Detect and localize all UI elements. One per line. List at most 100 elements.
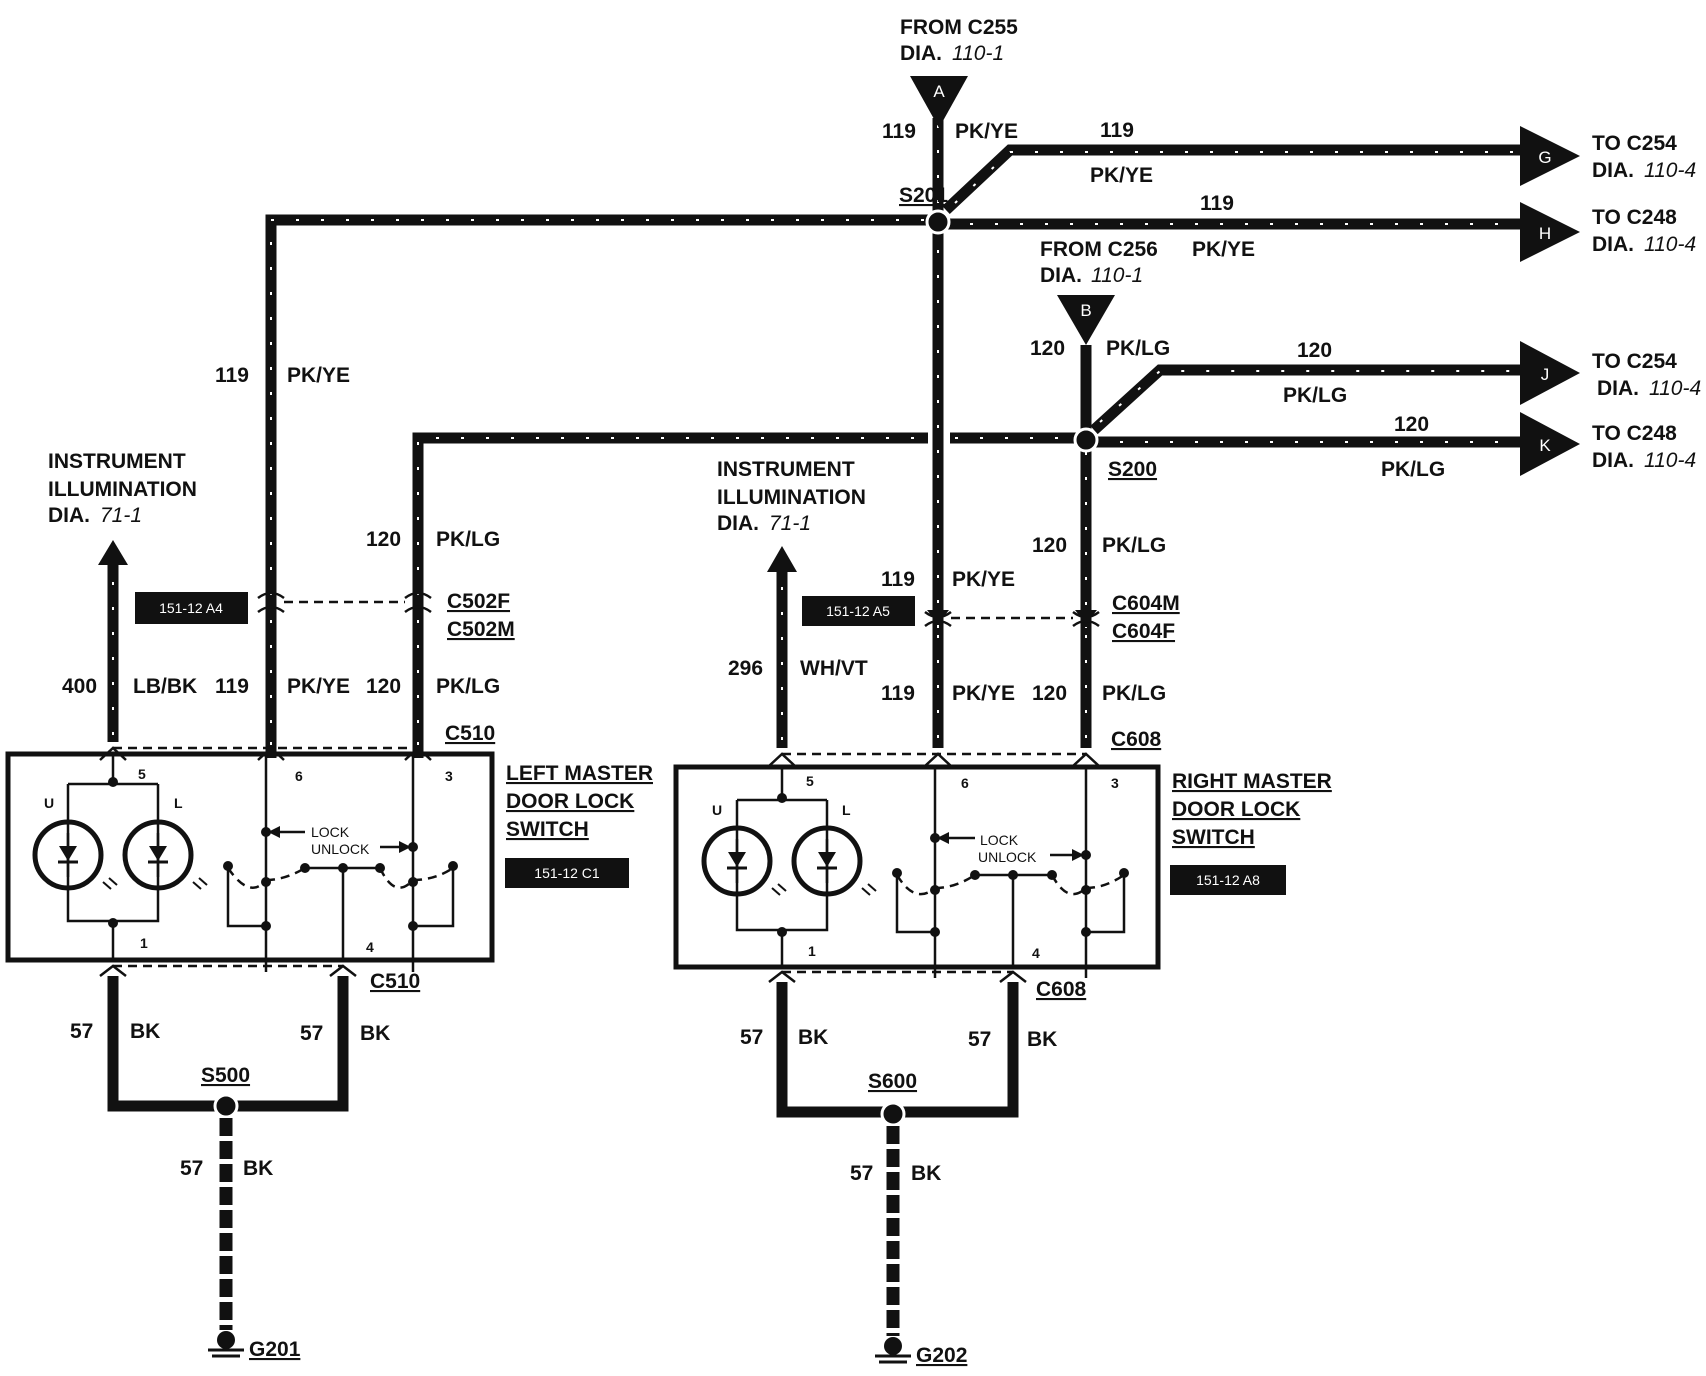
output-g-dia-prefix: DIA. — [1592, 159, 1634, 182]
right-connector-c604 — [924, 610, 1100, 628]
right-tag-conn-bg — [802, 596, 915, 626]
output-h-dia: 110-4 — [1644, 233, 1696, 256]
right-pin-5: 5 — [806, 773, 814, 789]
splice-s200-dot — [1073, 427, 1099, 453]
feed-b-from-label: FROM C256 — [1040, 238, 1158, 261]
left-illum-dia: 71-1 — [100, 504, 142, 527]
left-g57b-color: BK — [360, 1022, 390, 1045]
right-w119-circuit: 119 — [881, 682, 915, 705]
left-unlock-label: UNLOCK — [311, 841, 370, 857]
splice-s600-dot — [880, 1101, 906, 1127]
ground-g201-label: G201 — [249, 1338, 301, 1361]
right-unlock-label: UNLOCK — [978, 849, 1037, 865]
right-switch-box — [673, 764, 1161, 970]
left-wire-400 — [98, 540, 128, 742]
left-led-l-label: L — [174, 795, 183, 811]
right-g57b-color: BK — [1027, 1028, 1057, 1051]
connector-b-arrow: B — [1057, 295, 1115, 345]
wire-119-to-g — [942, 144, 1520, 215]
right-pin-1: 1 — [808, 943, 816, 959]
left-tag-conn-bg — [135, 592, 248, 624]
right-led-l-label: L — [842, 802, 851, 818]
right-conn-c608-bottom: C608 — [1036, 978, 1087, 1001]
feed-b-dia-prefix: DIA. — [1040, 264, 1082, 287]
right-wire-296 — [767, 546, 797, 748]
feed-a-circuit: 119 — [882, 120, 916, 143]
left-led-u-label: U — [44, 795, 54, 811]
splice-s500-dot — [213, 1093, 239, 1119]
output-j-to: TO C254 — [1592, 350, 1677, 373]
output-k-circuit: 120 — [1394, 413, 1429, 436]
output-k-dia-prefix: DIA. — [1592, 449, 1634, 472]
output-j-color: PK/LG — [1283, 384, 1347, 407]
right-w120-circuit: 120 — [1032, 682, 1067, 705]
left-pin-6: 6 — [295, 768, 303, 784]
left-g57c-circuit: 57 — [180, 1157, 203, 1180]
right-w119-color: PK/YE — [952, 682, 1015, 705]
output-j-dia: 110-4 — [1649, 377, 1701, 400]
right-illum-dia-prefix: DIA. — [717, 512, 759, 535]
right-lock-label: LOCK — [980, 832, 1019, 848]
left-conn-c510-top: C510 — [445, 722, 495, 745]
right-tag-conn: 151-12 A5 — [826, 603, 890, 619]
feed-b-color: PK/LG — [1106, 337, 1170, 360]
left-connector-c510-bottom — [99, 958, 415, 977]
left-w119-color: PK/YE — [287, 675, 350, 698]
right-w296-circuit: 296 — [728, 657, 763, 680]
right-tag-switch: 151-12 A8 — [1196, 872, 1260, 888]
left-g57a-color: BK — [130, 1020, 160, 1043]
left-vert-color: PK/YE — [287, 364, 350, 387]
right-119-color: PK/YE — [952, 568, 1015, 591]
right-pin-6: 6 — [961, 775, 969, 791]
left-w400-circuit: 400 — [62, 675, 97, 698]
left-w120-color: PK/LG — [436, 675, 500, 698]
output-g-dia: 110-4 — [1644, 159, 1696, 182]
output-j-circuit: 120 — [1297, 339, 1332, 362]
left-illum-dia-prefix: DIA. — [48, 504, 90, 527]
feed-b-circuit: 120 — [1030, 337, 1065, 360]
output-arrow-k: K — [1520, 412, 1580, 476]
output-h-dia-prefix: DIA. — [1592, 233, 1634, 256]
output-g-circuit: 119 — [1100, 119, 1134, 142]
connector-b-letter: B — [1080, 301, 1091, 320]
output-h-to: TO C248 — [1592, 206, 1677, 229]
right-illum-line2: ILLUMINATION — [717, 486, 866, 509]
left-pin-5: 5 — [138, 766, 146, 782]
svg-text:K: K — [1539, 436, 1551, 455]
feed-a-from-label: FROM C255 — [900, 16, 1018, 39]
right-tag-switch-bg — [1170, 865, 1286, 895]
left-connector-c502 — [257, 591, 432, 614]
right-connector-c608-top — [768, 752, 1100, 767]
right-title-line3: SWITCH — [1172, 826, 1255, 849]
right-title-line2: DOOR LOCK — [1172, 798, 1300, 821]
output-h-circuit: 119 — [1200, 192, 1234, 215]
feed-a-dia: 110-1 — [952, 42, 1004, 65]
splice-s200-label: S200 — [1108, 458, 1157, 481]
left-w120-circuit: 120 — [366, 675, 401, 698]
right-120-color: PK/LG — [1102, 534, 1166, 557]
right-w120-color: PK/LG — [1102, 682, 1166, 705]
ground-g202-label: G202 — [916, 1344, 967, 1367]
left-tag-conn: 151-12 A4 — [159, 600, 223, 616]
svg-text:J: J — [1541, 365, 1550, 384]
feed-b-dia: 110-1 — [1091, 264, 1143, 287]
left-w400-color: LB/BK — [133, 675, 197, 698]
feed-a-dia-prefix: DIA. — [900, 42, 942, 65]
output-arrow-j: J — [1520, 341, 1580, 405]
right-120-circuit: 120 — [1032, 534, 1067, 557]
left-lock-label: LOCK — [311, 824, 350, 840]
right-w296-color: WH/VT — [800, 657, 868, 680]
left-conn-c502m: C502M — [447, 618, 515, 641]
output-arrow-h: H — [1520, 202, 1580, 262]
right-g57b-circuit: 57 — [968, 1028, 991, 1051]
left-title-line1: LEFT MASTER — [506, 762, 653, 785]
connector-a-arrow: A — [910, 76, 968, 128]
output-g-to: TO C254 — [1592, 132, 1677, 155]
ground-g202-symbol — [875, 1337, 911, 1364]
left-title-line2: DOOR LOCK — [506, 790, 634, 813]
svg-text:G: G — [1538, 148, 1551, 167]
left-conn-c502f: C502F — [447, 590, 510, 613]
splice-s201-dot — [925, 209, 951, 235]
right-119-circuit: 119 — [881, 568, 915, 591]
